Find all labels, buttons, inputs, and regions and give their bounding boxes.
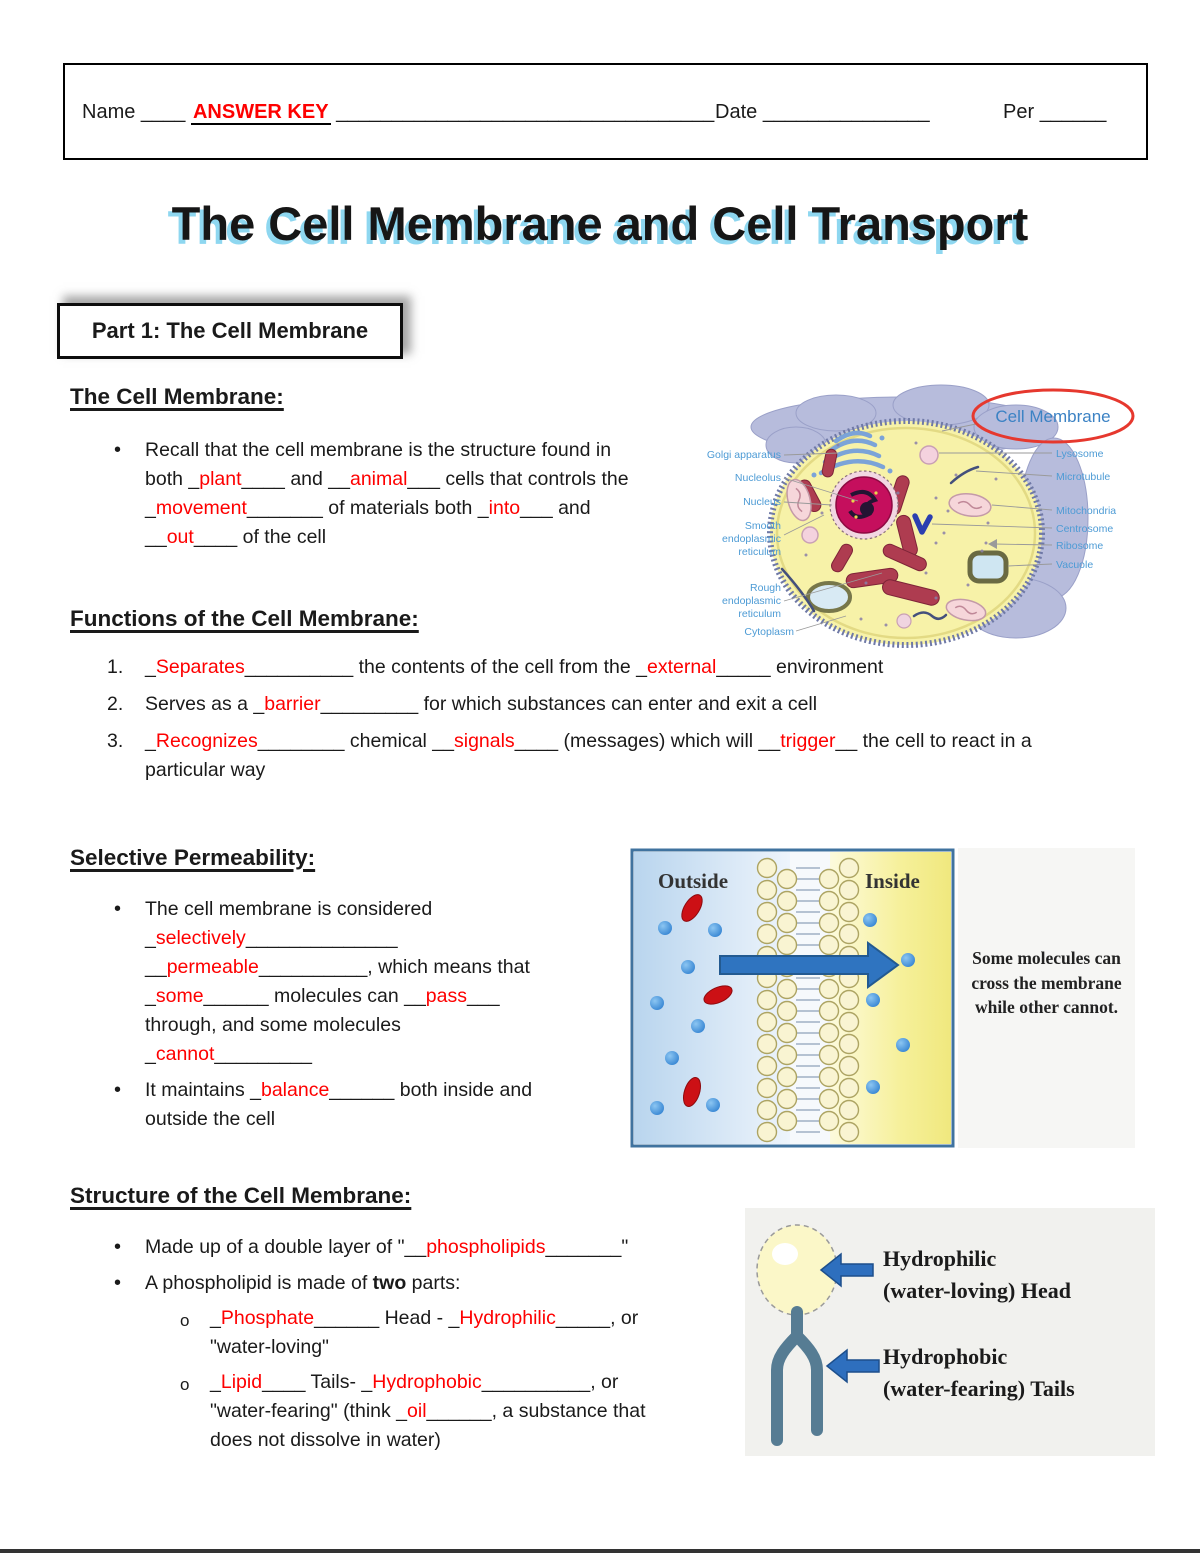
part1-heading: Part 1: The Cell Membrane [91,318,369,343]
label-centrosome: Centrosome [1056,523,1113,535]
date-blank: _______________ [762,101,930,123]
answer-key-value: ANSWER KEY [190,101,331,125]
per-label: Per [1003,101,1035,123]
function-item-2: Serves as a _barrier_________ for which … [107,690,818,719]
label-smooth-er-1: Smooth [745,520,781,532]
function-item-3: _Recognizes________ chemical __signals__… [107,727,1032,781]
section-heading-structure: Structure of the Cell Membrane: [70,1183,412,1208]
structure-bullet-2-intro: A phospholipid is made of two parts: [145,1272,461,1294]
label-rough-er-2: endoplasmic [722,595,781,607]
membrane-figure: Outside Inside Some molecules can cross … [630,848,1135,1148]
animal-cell-diagram: Golgi apparatus Nucleolus Nucleus Smooth… [707,384,1135,648]
cell-membrane-highlight-ellipse [971,388,1135,444]
crossing-arrow [719,941,900,989]
outside-label: Outside [658,869,728,893]
hydrophilic-label-line1: Hydrophilic [883,1246,997,1271]
cell-membrane-text: Recall that the cell membrane is the str… [108,436,728,559]
hydrophilic-label-line2: (water-loving) Head [883,1278,1071,1303]
ribosome-pointer-arrow [988,539,997,549]
label-rough-er-1: Rough [750,582,781,594]
page-title: The Cell Membrane and Cell Transport [171,197,1029,250]
nucleus [829,470,899,540]
vesicle [896,613,912,629]
structure-bullet-1: Made up of a double layer of "__phosphol… [108,1233,768,1262]
structure-sub-2: _Lipid____ Tails- _Hydrophobic__________… [108,1368,768,1455]
label-ribosome: Ribosome [1056,540,1103,552]
lysosome-organelle [919,445,939,465]
phospholipid-tails [771,1306,823,1446]
label-microtubule: Microtubule [1056,471,1110,483]
ribosomes [804,441,998,627]
label-nucleolus: Nucleolus [735,472,781,484]
date-line: Date _______________ [715,101,930,124]
functions-text: _Separates__________ the contents of the… [105,653,1150,793]
inside-label: Inside [865,869,920,893]
section-heading-cell-membrane: The Cell Membrane: [70,384,284,409]
name-blank-pre: ____ [140,101,186,123]
name-label: Name [82,101,136,123]
tails-arrow [825,1348,880,1384]
label-cytoplasm: Cytoplasm [744,626,794,638]
section-heading-permeability: Selective Permeability: [70,845,316,870]
structure-bullet-2: A phospholipid is made of two parts: _Ph… [108,1269,768,1455]
nucleolus [860,502,874,516]
label-lysosome: Lysosome [1056,448,1104,460]
centrosome-organelle [912,513,933,535]
vesicle [801,526,819,544]
label-vacuole: Vacuole [1056,559,1093,571]
membrane-caption: Some molecules can cross the membrane wh… [971,948,1122,1017]
membrane-inner-line [775,426,1037,640]
permeability-bullet-1: The cell membrane is considered_selectiv… [108,895,648,1069]
functions-list: _Separates__________ the contents of the… [105,653,1150,785]
page-bottom-edge [0,1549,1200,1553]
cell-membrane-bullet: Recall that the cell membrane is the str… [108,436,728,552]
label-mitochondria: Mitochondria [1056,505,1116,517]
name-line: Name ____ ANSWER KEY ___________________… [82,101,715,125]
structure-sub-1: _Phosphate______ Head - _Hydrophilic____… [108,1304,768,1362]
large-molecules [681,894,733,1107]
label-smooth-er-2: endoplasmic [722,533,781,545]
date-label: Date [715,101,758,123]
label-nucleus: Nucleus [743,496,781,508]
small-molecules [650,913,915,1115]
permeability-bullet-2: It maintains _balance______ both inside … [108,1076,648,1134]
label-golgi-apparatus: Golgi apparatus [707,449,781,461]
name-blank-post: __________________________________ [336,101,715,123]
per-blank: ______ [1039,101,1107,123]
structure-text: Made up of a double layer of "__phosphol… [108,1233,768,1462]
mitochondria-organelles [786,478,992,622]
permeability-text: The cell membrane is considered_selectiv… [108,895,648,1141]
label-cell-membrane: Cell Membrane [995,407,1110,426]
hydrophobic-label-line2: (water-fearing) Tails [883,1376,1075,1401]
section-heading-functions: Functions of the Cell Membrane: [70,606,419,631]
hydrophobic-label-line1: Hydrophobic [883,1344,1008,1369]
label-lines [783,423,1053,632]
microtubules [780,465,980,620]
vacuole-organelle [806,581,852,613]
head-arrow [819,1252,874,1288]
per-line: Per ______ [1003,101,1106,124]
part1-heading-box: Part 1: The Cell Membrane [57,303,403,359]
membrane-cross-section: Outside Inside [630,848,955,1148]
label-smooth-er-3: reticulum [738,546,781,558]
membrane-caption-panel: Some molecules can cross the membrane wh… [958,848,1135,1148]
vacuole-organelle [967,550,1009,584]
head-highlight [772,1243,798,1265]
label-rough-er-3: reticulum [738,608,781,620]
cell-membrane-beads [767,418,1045,648]
phospholipid-figure: Hydrophilic (water-loving) Head Hydropho… [745,1208,1155,1456]
header-box: Name ____ ANSWER KEY ___________________… [63,63,1148,160]
function-item-1: _Separates__________ the contents of the… [107,653,884,682]
